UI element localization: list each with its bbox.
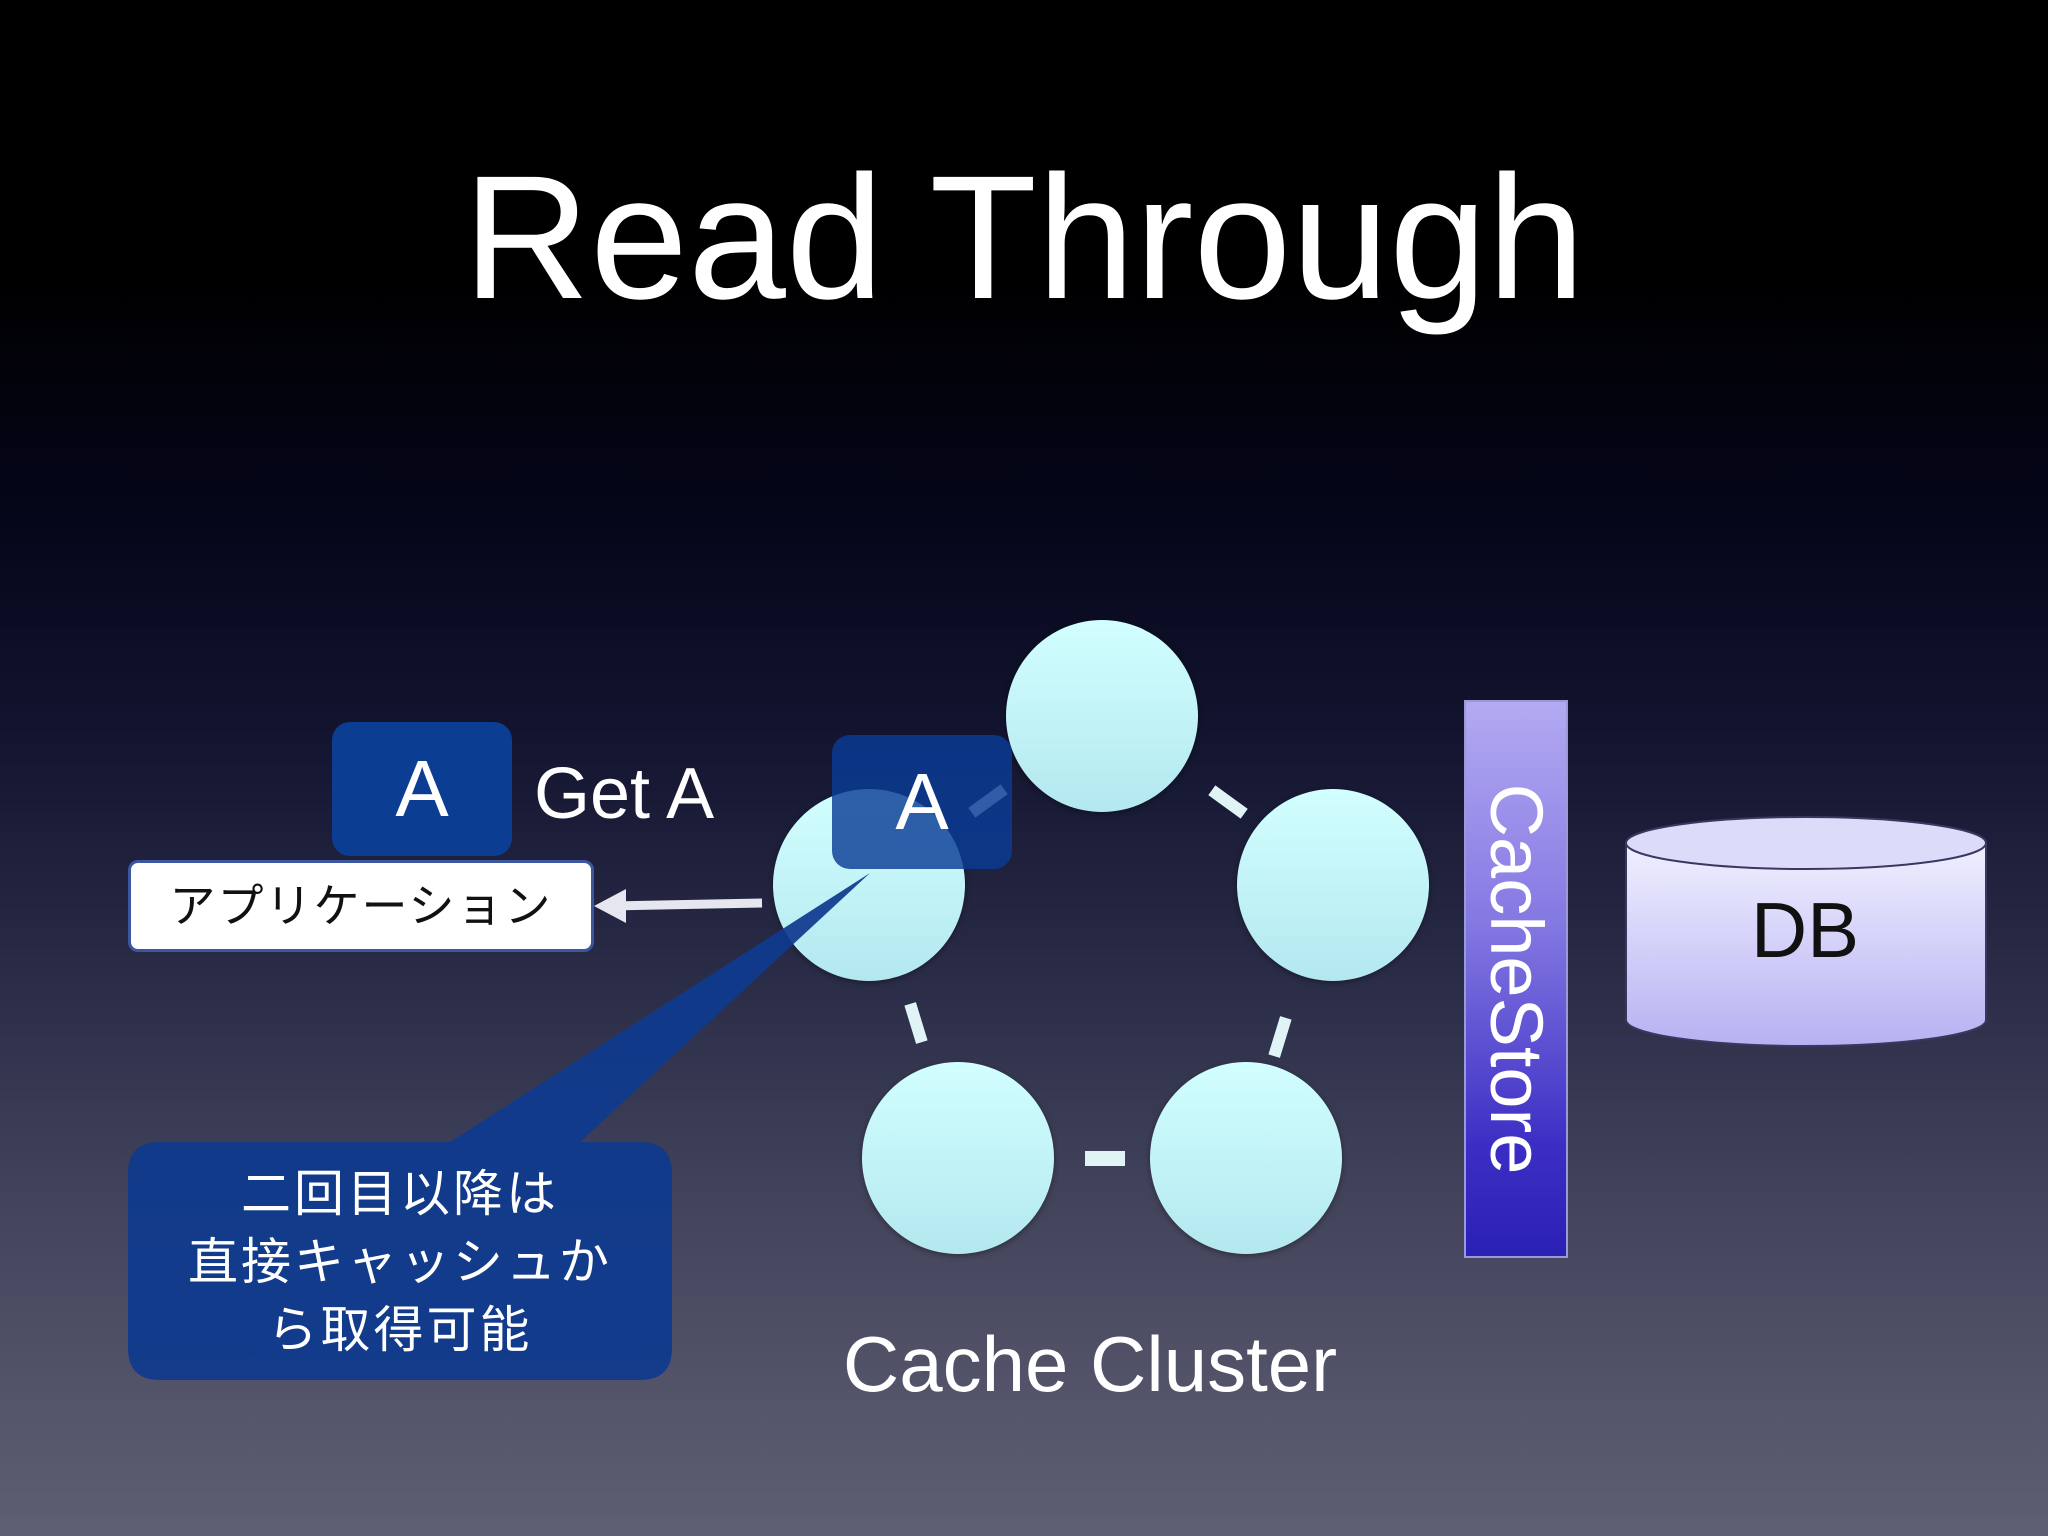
cache-node-bottom-left <box>862 1062 1054 1254</box>
ring-connector <box>1085 1151 1125 1166</box>
db-label: DB <box>1750 886 1860 974</box>
db-cylinder <box>1625 843 1987 1047</box>
db-cylinder-top <box>1625 816 1987 870</box>
read-arrow <box>611 898 763 911</box>
application-box: アプリケーション <box>128 860 594 952</box>
request-key-box: A <box>332 722 512 856</box>
callout-bubble <box>128 873 870 1380</box>
cached-key-box: A <box>832 735 1012 869</box>
callout-line: 直接キャッシュか <box>188 1233 612 1291</box>
callout-line: 二回目以降は <box>241 1165 559 1223</box>
slide-title: Read Through <box>463 140 1585 336</box>
cache-node-bottom-right <box>1150 1062 1342 1254</box>
cache-node-right <box>1237 789 1429 981</box>
cachestore-bar <box>1464 700 1568 1258</box>
cachestore-label: CacheStore <box>1475 783 1558 1175</box>
callout-text: 二回目以降は 直接キャッシュか ら取得可能 <box>130 1160 670 1364</box>
read-arrow-head <box>594 889 626 923</box>
cache-cluster-label: Cache Cluster <box>842 1320 1338 1408</box>
cache-node-top <box>1006 620 1198 812</box>
get-request-label: Get A <box>534 754 715 834</box>
callout-line: ら取得可能 <box>267 1301 533 1359</box>
